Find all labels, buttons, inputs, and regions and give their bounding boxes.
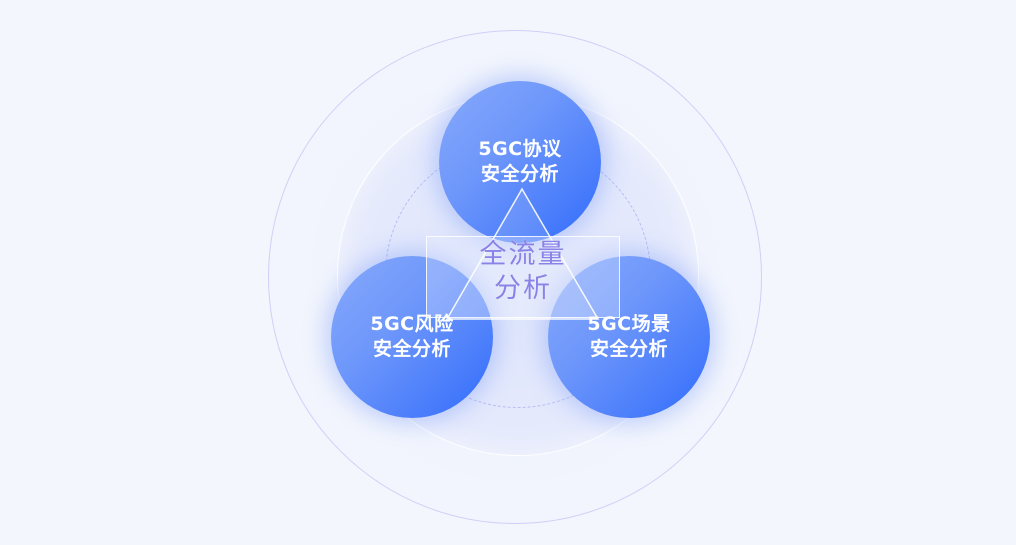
node-label-line1: 5GC场景 [587,313,671,335]
center-label-line1: 全流量 [479,239,567,270]
node-protocol-security-analysis: 5GC协议 安全分析 [439,81,601,243]
node-label-line2: 安全分析 [589,338,668,360]
node-label-line1: 5GC协议 [478,138,562,160]
center-label: 全流量 分析 [426,238,620,306]
node-label-line2: 安全分析 [372,338,451,360]
node-label-line2: 安全分析 [480,163,559,185]
center-frame [426,236,620,318]
node-scene-security-analysis: 5GC场景 安全分析 [548,256,710,418]
node-label-line1: 5GC风险 [370,313,454,335]
center-label-line2: 分析 [494,273,552,304]
node-risk-security-analysis: 5GC风险 安全分析 [331,256,493,418]
